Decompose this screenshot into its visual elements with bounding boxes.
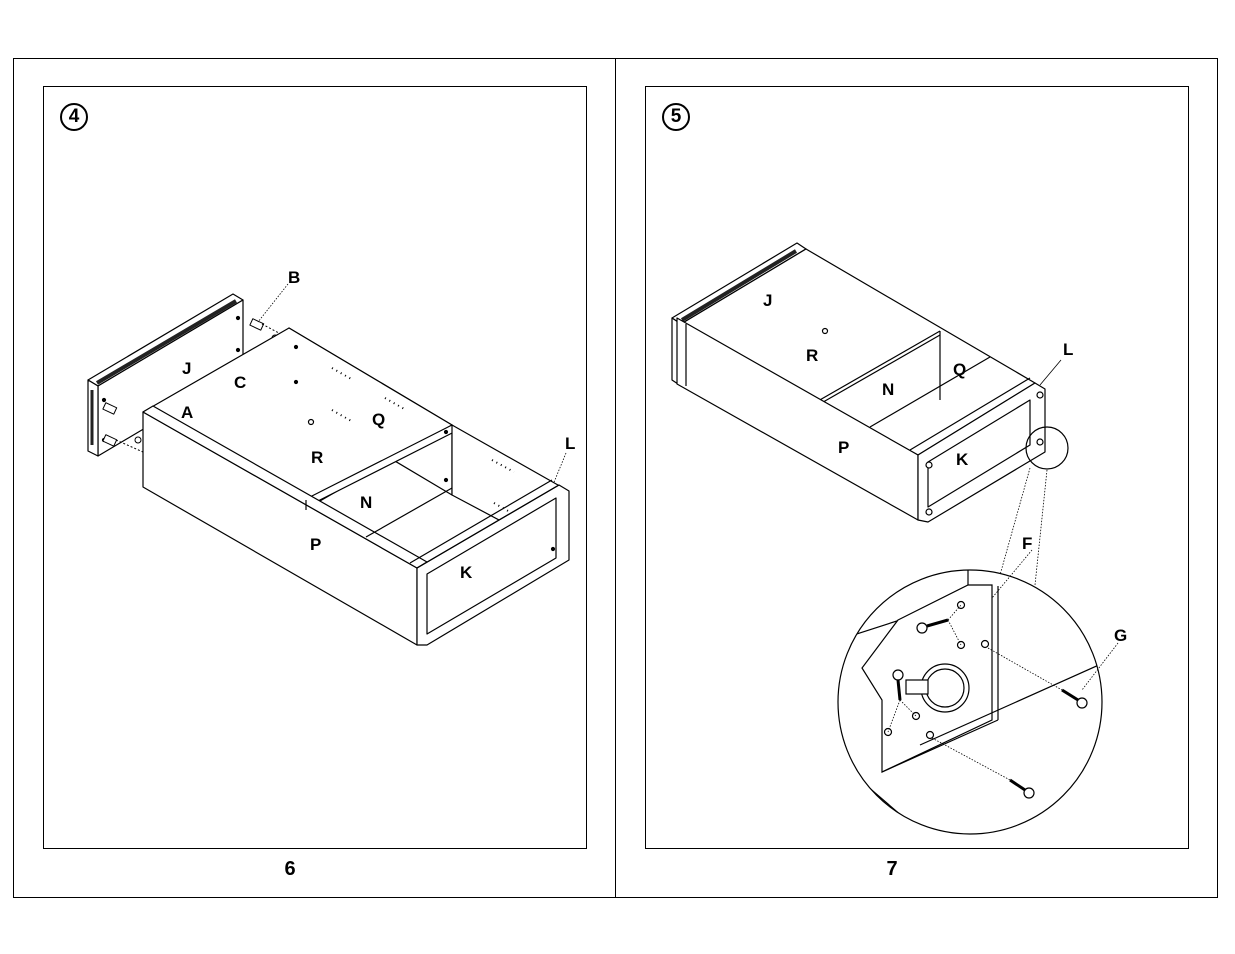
step-4-drawer-exploded [88,284,569,645]
label-r-step4: R [311,448,323,467]
label-r-step5: R [806,346,818,365]
label-a-step4: A [181,403,193,422]
label-k-step5: K [956,450,969,469]
label-l-step5: L [1063,340,1073,359]
label-p-step5: P [838,438,849,457]
label-j-step5: J [763,291,772,310]
label-k-step4: K [460,563,473,582]
step-5-magnified-detail [838,550,1118,840]
label-c-step4: C [234,373,246,392]
label-p-step4: P [310,535,321,554]
label-l-step4: L [565,434,575,453]
label-g-step5: G [1114,626,1127,645]
drawer-body-step4 [143,328,569,645]
label-n-step4: N [360,493,372,512]
label-n-step5: N [882,380,894,399]
label-j-step4: J [182,359,191,378]
step-5-drawer-assembled [672,243,1068,585]
label-b-step4: B [288,268,300,287]
label-q-step5: Q [953,360,966,379]
label-f-step5: F [1022,534,1032,553]
label-q-step4: Q [372,410,385,429]
